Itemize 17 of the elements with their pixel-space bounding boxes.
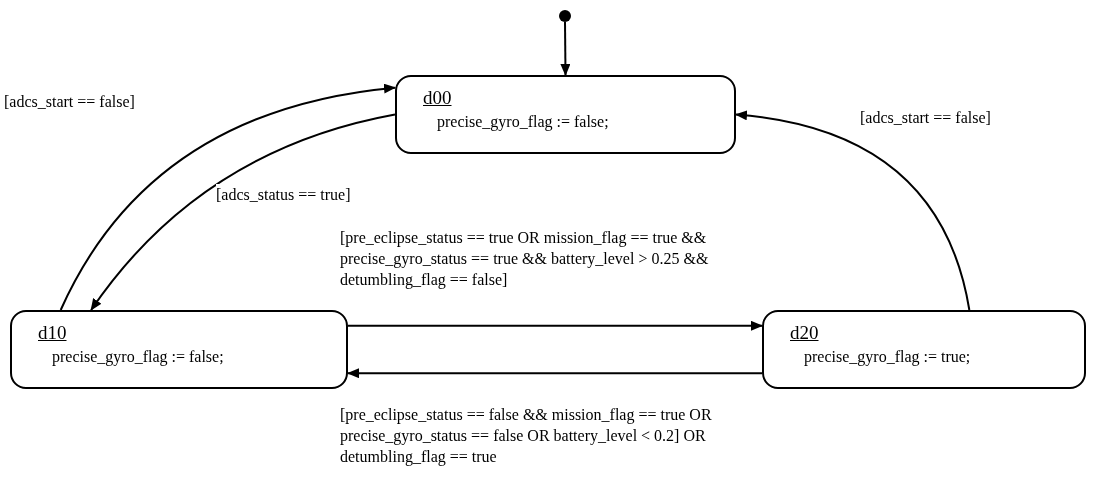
state-box — [395, 75, 736, 154]
state-name: d10 — [38, 322, 67, 344]
transition-arrow — [560, 21, 571, 76]
transition-arrow — [735, 110, 971, 311]
transition-arrow — [347, 320, 763, 331]
transition-arrow — [90, 113, 396, 311]
transition-arrow — [59, 84, 396, 311]
state-action: precise_gyro_flag := true; — [804, 348, 971, 366]
state-box — [10, 310, 348, 389]
state-action: precise_gyro_flag := false; — [52, 348, 224, 366]
transition-arrow — [347, 368, 763, 379]
state-name: d00 — [423, 87, 452, 109]
state-name: d20 — [790, 322, 819, 344]
state-action: precise_gyro_flag := false; — [437, 113, 609, 131]
guard-condition: [adcs_status == true] — [216, 184, 351, 205]
initial-state-dot — [559, 10, 571, 22]
state-box — [762, 310, 1086, 389]
